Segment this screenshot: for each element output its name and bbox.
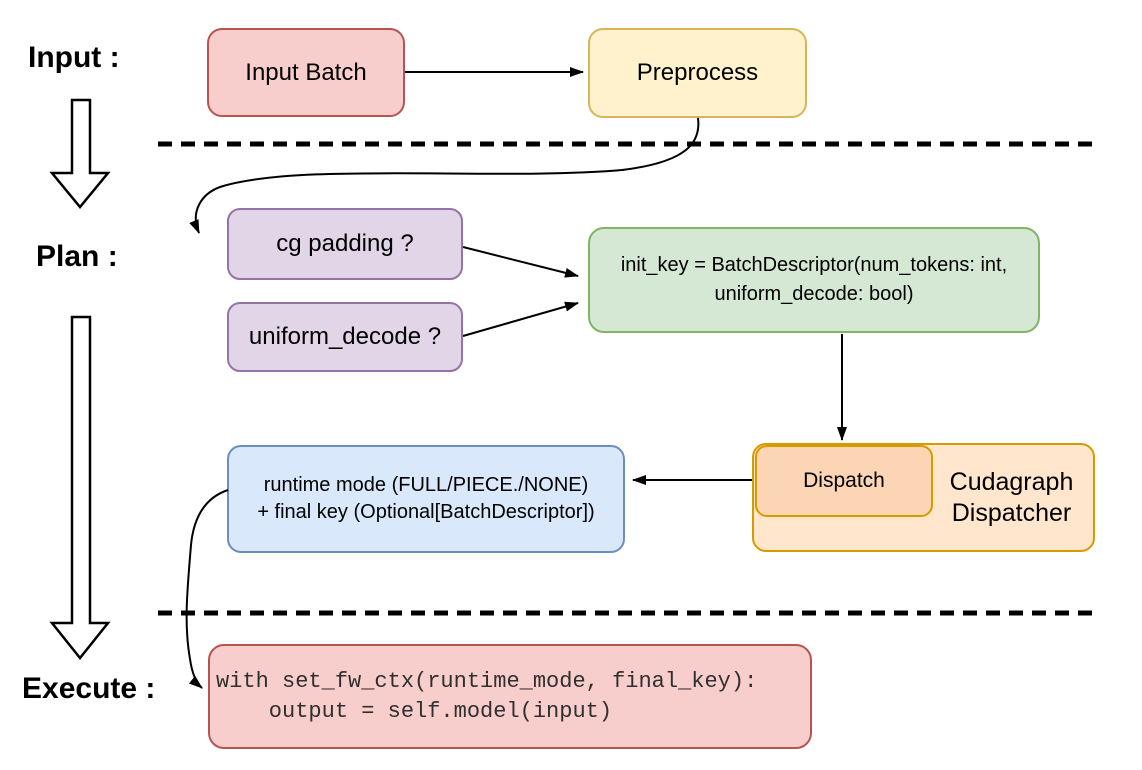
node-execute-code: with set_fw_ctx(runtime_mode, final_key)… (208, 644, 812, 749)
hollow-arrow-plan-to-execute (49, 315, 111, 661)
execute-code-line2: output = self.model(input) (216, 698, 613, 724)
node-cudagraph-line1: Cudagraph (949, 467, 1074, 496)
node-preprocess-label: Preprocess (636, 59, 759, 86)
node-cudagraph-dispatcher-text: Cudagraph Dispatcher (934, 445, 1089, 550)
node-uniform-decode: uniform_decode ? (227, 302, 463, 372)
node-init-key-line1: init_key = BatchDescriptor(num_tokens: i… (620, 254, 1008, 276)
node-uniform-decode-label: uniform_decode ? (248, 323, 442, 350)
node-init-key: init_key = BatchDescriptor(num_tokens: i… (588, 227, 1040, 333)
node-runtime-result: runtime mode (FULL/PIECE./NONE) + final … (227, 445, 625, 553)
stage-label-input: Input : (28, 41, 120, 74)
node-input-batch-label: Input Batch (245, 58, 367, 86)
stage-label-plan: Plan : (36, 240, 118, 273)
stage-label-execute: Execute : (22, 672, 156, 705)
node-input-batch: Input Batch (207, 28, 405, 117)
node-runtime-line2: + final key (Optional[BatchDescriptor]) (257, 501, 595, 523)
node-cg-padding-label: cg padding ? (276, 230, 414, 257)
node-dispatch: Dispatch (755, 445, 933, 517)
node-preprocess: Preprocess (588, 28, 807, 118)
node-dispatch-label: Dispatch (803, 469, 885, 492)
arrow-cgpadding-to-initkey (462, 246, 579, 278)
node-init-key-line2: uniform_decode: bool) (714, 283, 914, 305)
node-runtime-line1: runtime mode (FULL/PIECE./NONE) (263, 474, 589, 496)
node-cudagraph-line2: Dispatcher (951, 498, 1072, 527)
node-cg-padding: cg padding ? (227, 208, 463, 280)
execute-code-line1: with set_fw_ctx(runtime_mode, final_key)… (216, 668, 758, 694)
hollow-arrow-input-to-plan (49, 98, 111, 209)
arrow-uniformdecode-to-initkey (462, 301, 579, 337)
